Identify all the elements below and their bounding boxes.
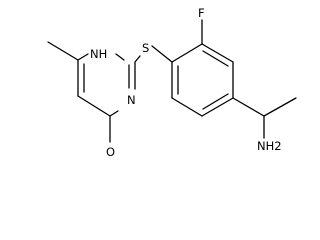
bond-ar5-ar6 — [171, 97, 203, 117]
bond-ar4-ch — [232, 97, 265, 117]
bond-c2-s — [134, 55, 141, 63]
bond-ch-ch3 — [263, 97, 297, 117]
atom-label-nh2: NH2 — [257, 139, 282, 153]
atom-label-n: N — [127, 93, 136, 107]
bond-s-aryl — [151, 45, 173, 63]
bond-ar2-ar3 — [201, 43, 234, 63]
bond-ar2-ar3-inner — [202, 50, 229, 67]
aminoethyl-chain — [232, 97, 297, 139]
atom-label-f: F — [198, 6, 205, 20]
bond-c6-n1 — [77, 53, 89, 61]
atom-labels: NH N O S F NH2 — [90, 6, 282, 159]
thioether-link — [134, 45, 173, 63]
atom-label-nh: NH — [90, 47, 107, 61]
bond-methyl-c6 — [47, 41, 79, 61]
pyrimidinone-ring — [47, 41, 136, 143]
bond-ar4-ar5 — [201, 97, 234, 117]
bond-c4-n3 — [109, 110, 119, 117]
bond-n1-c2 — [115, 53, 125, 61]
fluorophenyl-ring — [171, 19, 234, 117]
atom-label-o: O — [106, 145, 115, 159]
atom-label-s: S — [142, 41, 149, 55]
bond-ar1-ar2 — [171, 43, 203, 63]
bond-ar4-ar5-inner — [202, 93, 229, 110]
bond-c5-c4 — [77, 95, 111, 117]
chemical-structure-diagram: NH N O S F NH2 — [47, 6, 297, 159]
